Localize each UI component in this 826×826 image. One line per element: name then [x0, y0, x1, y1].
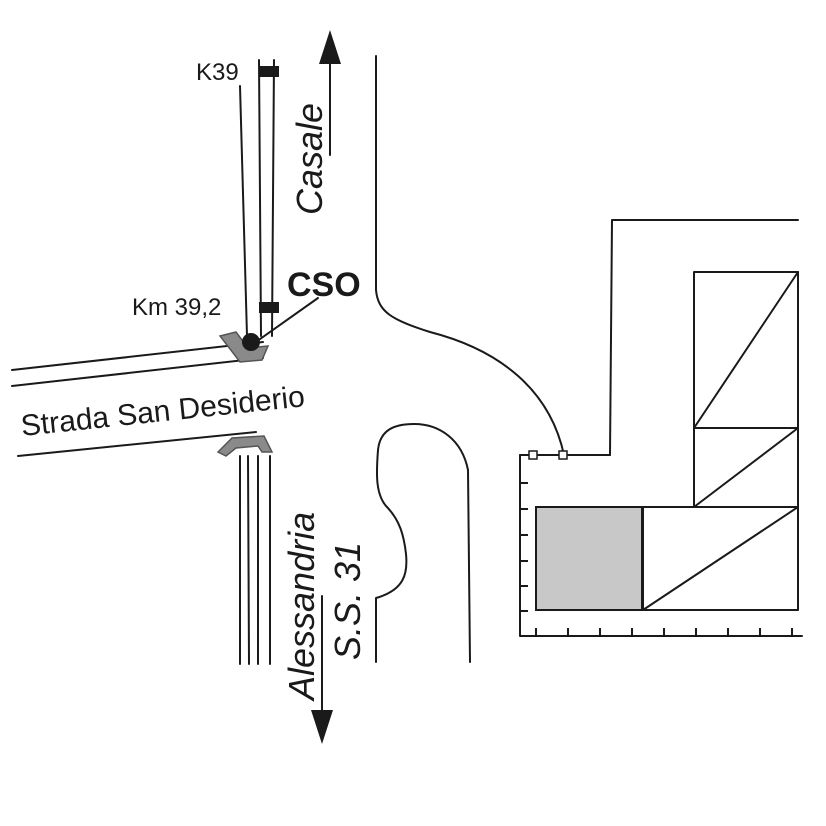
station-marker-icon: [242, 333, 260, 351]
yard-node-left: [528, 450, 538, 460]
route-south-label: S.S. 31: [327, 542, 368, 660]
direction-north-label: Casale: [289, 103, 330, 215]
south-tracks: [239, 455, 271, 665]
station-building-shaded: [535, 506, 643, 611]
arrow-up-icon: [319, 30, 341, 156]
km-39-marker: [259, 66, 279, 77]
km-39-2-marker: [259, 302, 279, 313]
south-road-island: [375, 423, 471, 663]
cross-road-label: Strada San Desiderio: [19, 380, 306, 443]
km-39-label: K39: [196, 59, 239, 86]
main-road-east-edge: [375, 55, 565, 456]
north-tracks: [239, 59, 275, 337]
station-code-label: CSO: [287, 266, 361, 304]
km-station-label: Km 39,2: [132, 294, 221, 321]
arrow-down-icon: [311, 595, 333, 744]
station-yard: [519, 219, 803, 637]
direction-south-label: Alessandria: [281, 512, 322, 702]
cso-leader-line: [252, 297, 319, 345]
cross-road-lines: [11, 341, 264, 457]
traffic-island-south: [216, 435, 274, 457]
yard-node-right: [558, 450, 568, 460]
